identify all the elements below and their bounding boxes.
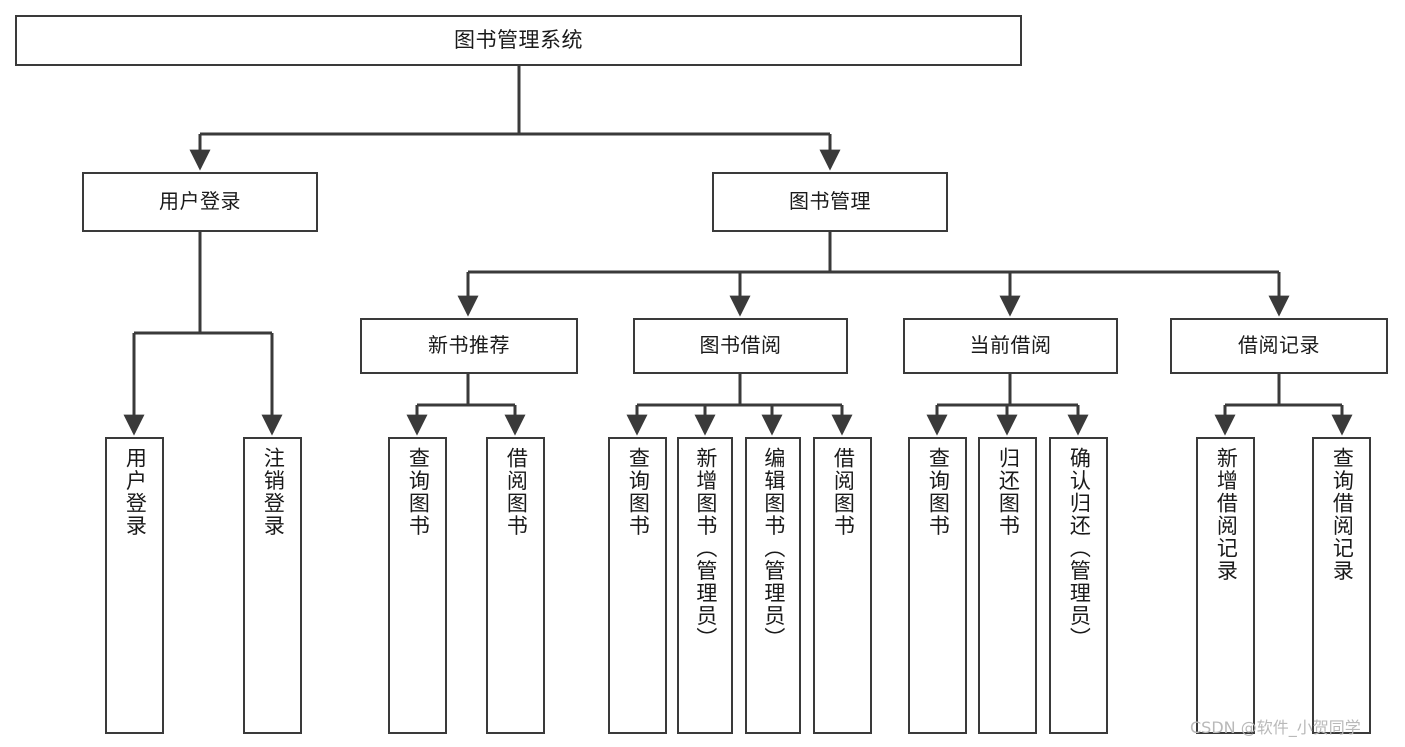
node-label: 编辑图书（管理员） bbox=[761, 447, 786, 650]
watermark: CSDN @软件_小贺同学 bbox=[1190, 718, 1361, 737]
node-leaf-query-borrow-record[interactable]: 查询借阅记录 bbox=[1312, 437, 1371, 734]
node-label: 归还图书 bbox=[996, 447, 1021, 537]
node-label: 查询图书 bbox=[926, 447, 951, 537]
node-label: 查询借阅记录 bbox=[1330, 447, 1355, 582]
node-label: 借阅记录 bbox=[1238, 333, 1320, 358]
node-new-book-recommend[interactable]: 新书推荐 bbox=[360, 318, 578, 374]
node-label: 借阅图书 bbox=[504, 447, 529, 537]
node-root-book-management-system[interactable]: 图书管理系统 bbox=[15, 15, 1022, 66]
node-leaf-confirm-return-admin[interactable]: 确认归还（管理员） bbox=[1049, 437, 1108, 734]
node-leaf-return-book[interactable]: 归还图书 bbox=[978, 437, 1037, 734]
node-label: 查询图书 bbox=[626, 447, 651, 537]
node-current-borrow[interactable]: 当前借阅 bbox=[903, 318, 1118, 374]
node-user-login[interactable]: 用户登录 bbox=[82, 172, 318, 232]
node-leaf-borrow-book-recommend[interactable]: 借阅图书 bbox=[486, 437, 545, 734]
node-label: 当前借阅 bbox=[969, 333, 1052, 358]
node-label: 新增借阅记录 bbox=[1214, 447, 1239, 582]
node-label: 新增图书（管理员） bbox=[693, 447, 718, 650]
node-label: 用户登录 bbox=[159, 189, 241, 214]
node-leaf-add-borrow-record[interactable]: 新增借阅记录 bbox=[1196, 437, 1255, 734]
node-leaf-add-book-admin[interactable]: 新增图书（管理员） bbox=[677, 437, 733, 734]
node-leaf-query-book-recommend[interactable]: 查询图书 bbox=[388, 437, 447, 734]
node-borrow-record[interactable]: 借阅记录 bbox=[1170, 318, 1388, 374]
node-label: 确认归还（管理员） bbox=[1067, 447, 1092, 650]
node-leaf-query-book-borrow[interactable]: 查询图书 bbox=[608, 437, 667, 734]
node-leaf-logout[interactable]: 注销登录 bbox=[243, 437, 302, 734]
node-leaf-user-login[interactable]: 用户登录 bbox=[105, 437, 164, 734]
node-book-management[interactable]: 图书管理 bbox=[712, 172, 948, 232]
node-label: 借阅图书 bbox=[831, 447, 856, 537]
node-leaf-borrow-book[interactable]: 借阅图书 bbox=[813, 437, 872, 734]
node-leaf-edit-book-admin[interactable]: 编辑图书（管理员） bbox=[745, 437, 801, 734]
node-leaf-query-book-current[interactable]: 查询图书 bbox=[908, 437, 967, 734]
node-book-borrow[interactable]: 图书借阅 bbox=[633, 318, 848, 374]
node-label: 图书借阅 bbox=[699, 333, 782, 358]
node-label: 查询图书 bbox=[406, 447, 431, 537]
node-label: 图书管理系统 bbox=[454, 28, 583, 53]
node-label: 注销登录 bbox=[261, 447, 286, 537]
node-label: 用户登录 bbox=[123, 447, 148, 537]
node-label: 图书管理 bbox=[789, 189, 871, 214]
node-label: 新书推荐 bbox=[428, 333, 510, 358]
